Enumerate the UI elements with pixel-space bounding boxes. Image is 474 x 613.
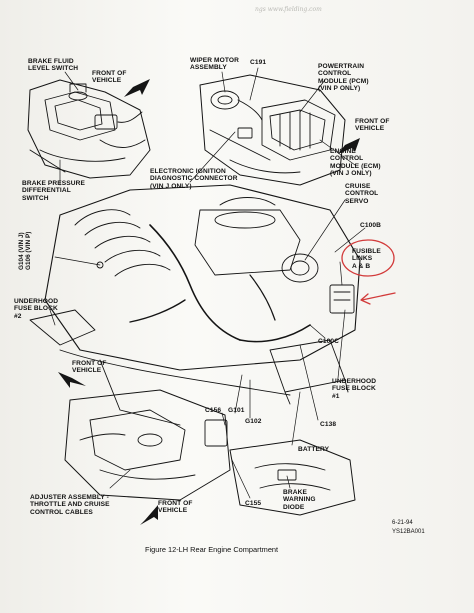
label-pcm: POWERTRAIN CONTROL MODULE (PCM) (VIN P O…: [318, 63, 369, 93]
label-underhood-fuse-block-1: UNDERHOOD FUSE BLOCK #1: [332, 378, 377, 400]
figure-date: 6-21-94: [392, 520, 413, 526]
label-cruise-control-servo: CRUISE CONTROL SERVO: [345, 183, 379, 205]
brake-fluid-inset: [27, 79, 151, 179]
label-adjuster-assembly: ADJUSTER ASSEMBLY - THROTTLE AND CRUISE …: [30, 494, 110, 516]
label-eidc: ELECTRONIC IGNITION DIAGNOSTIC CONNECTOR…: [150, 168, 238, 190]
label-g102: G102: [245, 418, 262, 425]
label-c100b: C100B: [360, 222, 382, 229]
engine-body: [29, 184, 361, 426]
figure-code: YS12BA001: [392, 529, 425, 535]
label-front-of-vehicle-3: FRONT OF VEHICLE: [72, 360, 107, 375]
label-front-of-vehicle-2: FRONT OF VEHICLE: [355, 118, 390, 133]
label-underhood-fuse-block-2: UNDERHOOD FUSE BLOCK #2: [14, 298, 59, 320]
scan-watermark: ngs www.fielding.com: [255, 6, 322, 13]
label-c156: C156: [205, 407, 222, 414]
label-c100c: C100C: [318, 338, 340, 345]
label-c155: C155: [245, 500, 262, 507]
pcm-inset: [199, 74, 346, 186]
label-brake-fluid-level-switch: BRAKE FLUID LEVEL SWITCH: [28, 58, 79, 73]
label-c191: C191: [250, 59, 267, 66]
diode-inset: [229, 439, 356, 516]
label-brake-pressure-switch: BRAKE PRESSURE DIFFERENTIAL SWITCH: [22, 180, 85, 202]
arrow-icon-1: [124, 79, 150, 97]
label-ecm: ENGINE CONTROL MODULE (ECM) (VIN J ONLY): [330, 148, 381, 178]
arrow-icon-2: [338, 138, 360, 154]
red-arrow-icon: [360, 292, 396, 305]
label-wiper-motor-assembly: WIPER MOTOR ASSEMBLY: [190, 57, 239, 72]
front-of-vehicle-arrows: [58, 79, 360, 525]
label-c138: C138: [320, 421, 337, 428]
leader-lines: [49, 67, 366, 499]
arrow-icon-4: [140, 505, 158, 525]
label-front-of-vehicle-1: FRONT OF VEHICLE: [92, 70, 127, 85]
arrow-icon-3: [58, 372, 86, 388]
label-g104-g106: G104 (VIN J) G106 (VIN P): [18, 231, 33, 270]
label-front-of-vehicle-4: FRONT OF VEHICLE: [158, 500, 193, 515]
label-g101: G101: [228, 407, 245, 414]
fusible-links-circle: [341, 239, 395, 277]
adjuster-inset: [64, 389, 231, 501]
figure-caption: Figure 12-LH Rear Engine Compartment: [145, 545, 279, 554]
label-brake-warning-diode: BRAKE WARNING DIODE: [283, 489, 316, 511]
label-fusible-links: FUSIBLE LINKS A & B: [352, 248, 381, 270]
label-battery: BATTERY: [298, 446, 330, 453]
